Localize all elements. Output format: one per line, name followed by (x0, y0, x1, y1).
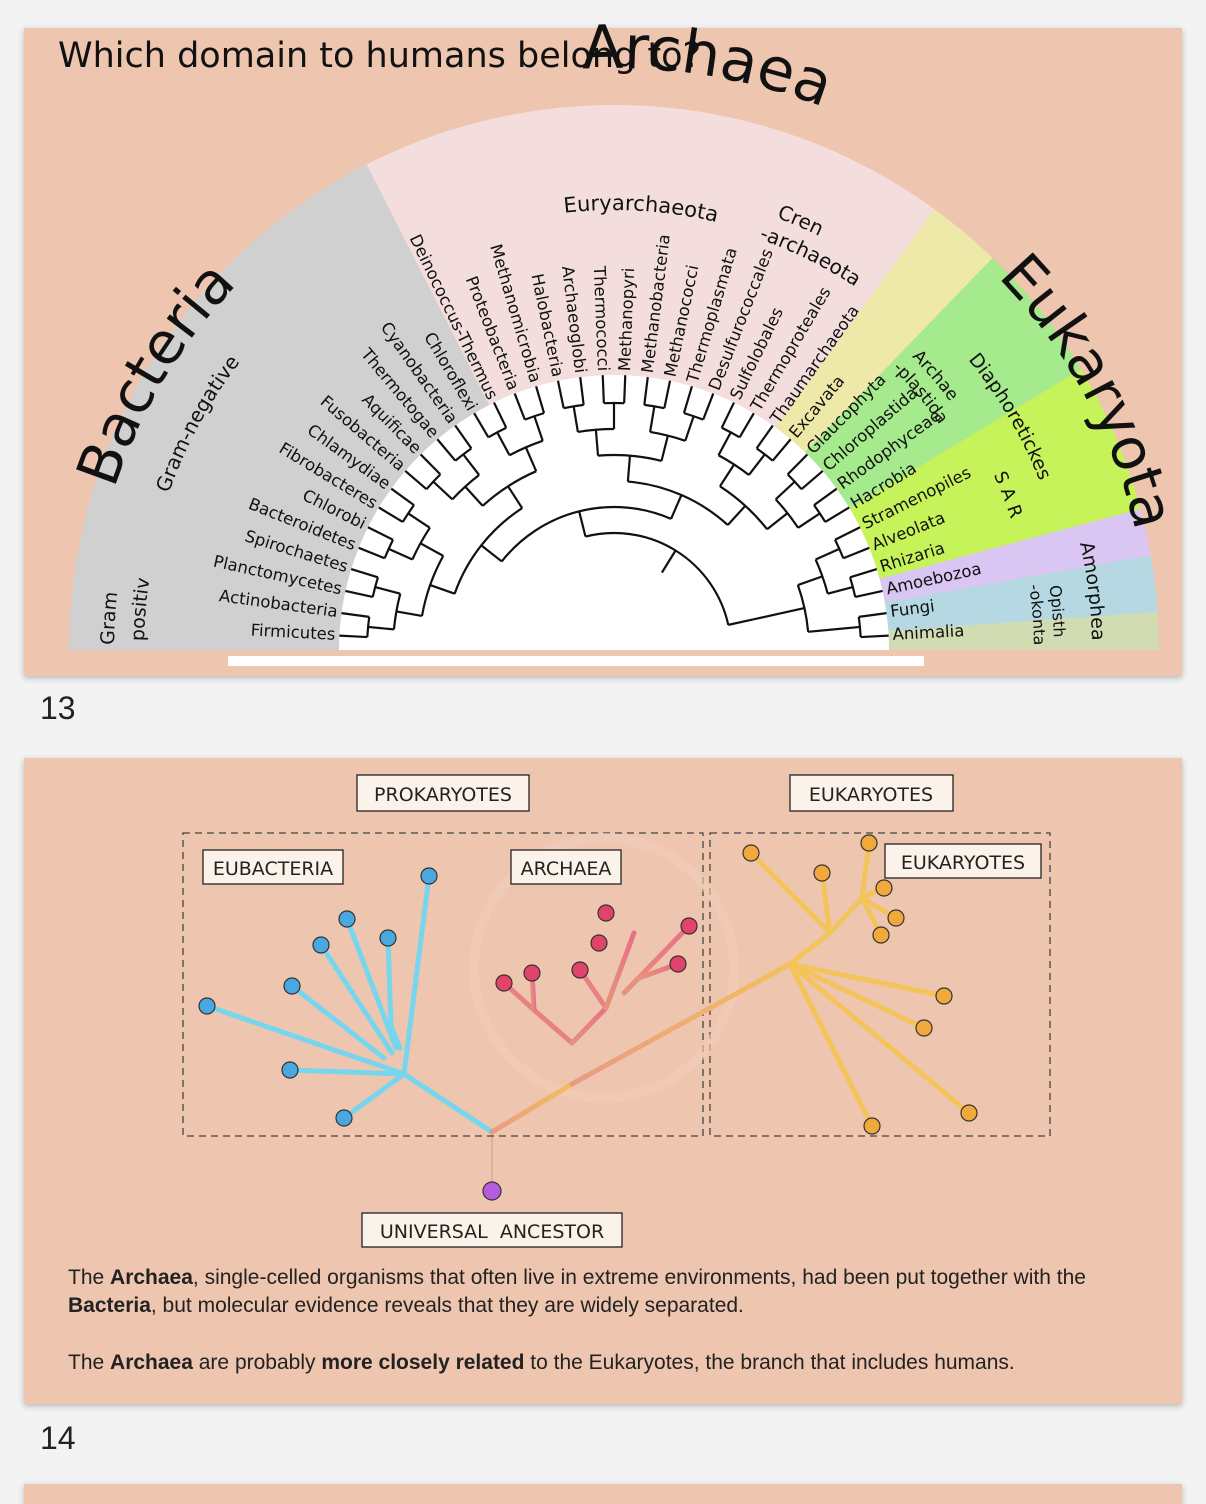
prokaryotes-label: PROKARYOTES (374, 784, 512, 806)
slide-number: 13 (40, 690, 76, 726)
archaea-domain-label: Archaea (581, 13, 842, 121)
bacteria-tips (198, 867, 438, 1127)
opisthokonta-label: Opisth (1045, 584, 1068, 638)
eukaryote-tips (742, 834, 978, 1135)
universal-ancestor-label-box (361, 1212, 623, 1248)
slide-number: 14 (40, 1420, 76, 1456)
taxon-label: Animalia (892, 621, 965, 644)
gram-positive-label: Gram (97, 591, 122, 645)
taxon-label: Methanopyri (615, 267, 638, 371)
archaea-tips (495, 904, 698, 992)
taxon-label: Firmicutes (250, 620, 336, 643)
eukaryotes-inner-label-box (884, 843, 1042, 879)
eukaryotes-inner-label: EUKARYOTES (901, 852, 1025, 874)
eubacteria-label-box (202, 849, 344, 885)
opisthokonta-label: -okonta (1025, 583, 1049, 646)
slide-title: Which domain to humans belong to? (58, 36, 702, 76)
archaea-label-box (510, 849, 622, 885)
eukaryotes-top-label-box (789, 774, 954, 812)
watermark (469, 833, 739, 1103)
eukaryotes-box (709, 832, 1051, 1137)
eukaryote-branches (748, 840, 972, 1129)
universal-ancestor-tree: PROKARYOTES EUKARYOTES EUBACTERIA ARCHAE… (182, 774, 1051, 1248)
slide-14[interactable]: PROKARYOTES EUKARYOTES EUBACTERIA ARCHAE… (24, 758, 1182, 1404)
eubacteria-label: EUBACTERIA (213, 858, 333, 880)
prokaryotes-box (182, 832, 704, 1137)
taxon-label: Thermococci (590, 265, 613, 372)
paragraph-2: The Archaea are probably more closely re… (68, 1351, 1015, 1374)
eukaryotes-top-label: EUKARYOTES (809, 784, 933, 806)
universal-ancestor-label: UNIVERSAL ANCESTOR (380, 1221, 604, 1243)
tree-of-life-diagram: FirmicutesActinobacteriaPlanctomycetesSp… (18, 11, 1188, 666)
bacteria-branches (204, 873, 495, 1135)
slide-15-edge[interactable] (24, 1484, 1182, 1504)
slide-13[interactable]: Which domain to humans belong to? Firmic… (18, 11, 1188, 676)
cladogram-area (339, 375, 889, 650)
cladogram-branches (339, 375, 889, 639)
prokaryotes-label-box (356, 774, 530, 812)
paragraph-1: The Archaea, single-celled organisms tha… (68, 1266, 1086, 1317)
universal-ancestor-node (482, 1181, 502, 1201)
archaea-label: ARCHAEA (521, 858, 612, 880)
